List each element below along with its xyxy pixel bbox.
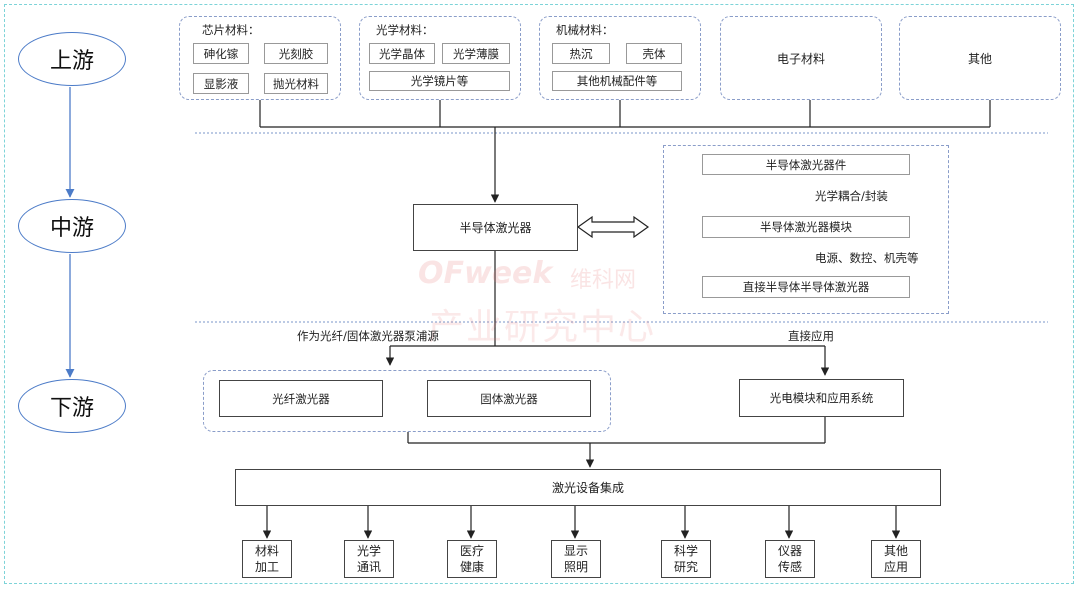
- application-box: 材料加工: [242, 540, 292, 578]
- optical-item-lens: 光学镜片等: [369, 71, 510, 91]
- application-line1: 科学: [673, 544, 698, 558]
- application-line2: 健康: [459, 560, 484, 574]
- application-box: 其他应用: [871, 540, 921, 578]
- optical-item-film: 光学薄膜: [442, 43, 510, 64]
- mechanical-item-heatsink: 热沉: [552, 43, 610, 64]
- stage-downstream-label: 下游: [49, 396, 94, 421]
- other-materials-label: 其他: [967, 51, 992, 66]
- stage-midstream: 中游: [18, 199, 126, 253]
- group-optical-materials: 光学材料： 光学晶体 光学薄膜 光学镜片等: [359, 16, 521, 100]
- chip-item-polishing: 抛光材料: [264, 73, 328, 94]
- group-chip-materials: 芯片材料： 砷化镓 光刻胶 显影液 抛光材料: [179, 16, 341, 100]
- optical-materials-title: 光学材料：: [376, 23, 434, 37]
- application-line2: 照明: [563, 560, 588, 574]
- chain-device-box: 半导体激光器件: [702, 154, 910, 175]
- watermark-brand-cn: 维科网: [570, 268, 637, 293]
- mechanical-materials-title: 机械材料：: [556, 23, 614, 37]
- chain-direct-box: 直接半导体半导体激光器: [702, 276, 910, 298]
- laser-integration-box: 激光设备集成: [235, 469, 941, 506]
- stage-midstream-label: 中游: [49, 216, 94, 241]
- application-line1: 仪器: [777, 544, 802, 558]
- chip-item-photoresist: 光刻胶: [264, 43, 328, 64]
- mechanical-item-parts: 其他机械配件等: [552, 71, 682, 91]
- stage-upstream-label: 上游: [49, 49, 94, 74]
- application-box: 光学通讯: [344, 540, 394, 578]
- application-line1: 显示: [563, 544, 588, 558]
- chain-step2-label: 电源、数控、机壳等: [815, 251, 919, 265]
- optical-item-crystal: 光学晶体: [369, 43, 435, 64]
- watermark-center: 产业研究中心: [428, 307, 657, 348]
- application-line2: 研究: [673, 560, 698, 574]
- application-box: 显示照明: [551, 540, 601, 578]
- solid-laser-box: 固体激光器: [427, 380, 591, 417]
- application-box: 医疗健康: [447, 540, 497, 578]
- application-line2: 加工: [254, 560, 279, 574]
- application-line1: 材料: [254, 544, 279, 558]
- diagram-frame: [4, 4, 1074, 584]
- application-line1: 其他: [883, 544, 908, 558]
- electronic-materials-label: 电子材料: [776, 51, 825, 66]
- stage-downstream: 下游: [18, 379, 126, 433]
- application-line2: 应用: [883, 560, 908, 574]
- watermark-brand: OFweek: [418, 256, 553, 291]
- double-arrow: [576, 215, 650, 239]
- application-line2: 通讯: [356, 560, 381, 574]
- optoelectronic-module-box: 光电模块和应用系统: [739, 379, 904, 417]
- application-line2: 传感: [777, 560, 802, 574]
- fiber-laser-box: 光纤激光器: [219, 380, 383, 417]
- application-line1: 医疗: [459, 544, 484, 558]
- application-box: 仪器传感: [765, 540, 815, 578]
- chip-item-gaas: 砷化镓: [193, 43, 249, 64]
- chain-module-box: 半导体激光器模块: [702, 216, 910, 238]
- application-line1: 光学: [356, 544, 381, 558]
- group-electronic-materials: 电子材料: [720, 16, 882, 100]
- mechanical-item-housing: 壳体: [626, 43, 682, 64]
- stage-upstream: 上游: [18, 32, 126, 86]
- application-box: 科学研究: [661, 540, 711, 578]
- chain-step1-label: 光学耦合/封装: [815, 189, 888, 203]
- chip-item-developer: 显影液: [193, 73, 249, 94]
- semiconductor-laser-box: 半导体激光器: [413, 204, 578, 251]
- group-other-materials: 其他: [899, 16, 1061, 100]
- direct-application-label: 直接应用: [788, 329, 834, 343]
- group-fiber-solid: 光纤激光器 固体激光器: [203, 370, 611, 432]
- pump-source-label: 作为光纤/固体激光器泵浦源: [297, 329, 439, 343]
- chip-materials-title: 芯片材料：: [202, 23, 260, 37]
- group-mechanical-materials: 机械材料： 热沉 壳体 其他机械配件等: [539, 16, 701, 100]
